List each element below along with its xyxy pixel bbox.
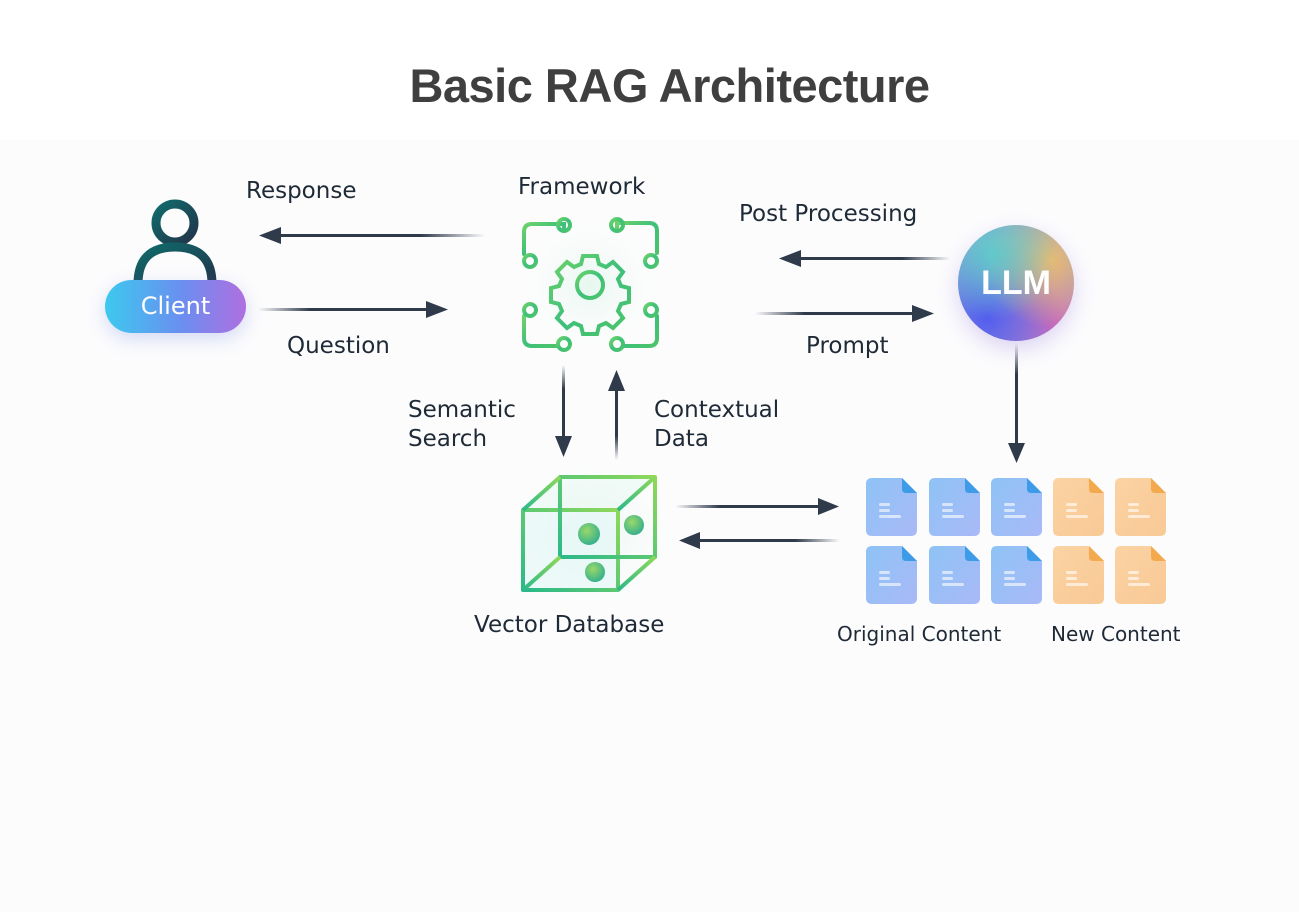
response-arrow: [259, 227, 485, 244]
contextual-data-label-line1: Contextual: [654, 397, 780, 423]
vector-dot: [578, 523, 600, 545]
question-arrow: [258, 301, 448, 318]
new-content-label: New Content: [1051, 622, 1181, 646]
original-document-icon: [929, 477, 981, 537]
new-document-icon: [1053, 477, 1105, 537]
semantic-search-label-line2: Search: [408, 426, 488, 452]
original-content-label: Original Content: [837, 622, 1002, 646]
original-document-icon: [929, 545, 981, 605]
post-processing-label: Post Processing: [739, 201, 918, 227]
question-label: Question: [287, 333, 390, 359]
client-node[interactable]: Client: [105, 280, 246, 333]
new-document-icon: [1053, 545, 1105, 605]
llm-node[interactable]: LLM: [958, 225, 1074, 341]
new-document-icon: [1115, 477, 1167, 537]
original-document-icon: [991, 477, 1043, 537]
vector-database-label: Vector Database: [474, 612, 665, 638]
prompt-arrow: [755, 305, 934, 322]
vector-dot: [624, 515, 644, 535]
post-processing-arrow: [779, 250, 950, 267]
semantic-search-label-line1: Semantic: [408, 397, 516, 423]
framework-label: Framework: [518, 174, 646, 200]
new-document-icon: [1115, 545, 1167, 605]
user-icon: [133, 199, 217, 285]
llm-to-content-arrow: [1008, 343, 1025, 463]
vector-dot: [585, 562, 605, 582]
cube-icon: [500, 455, 680, 615]
page-title: Basic RAG Architecture: [409, 59, 930, 112]
gear-circuit-icon: [519, 215, 662, 355]
semantic-search-arrow: [555, 365, 572, 457]
contextual-data-label-line2: Data: [654, 426, 709, 452]
response-label: Response: [246, 178, 357, 204]
prompt-label: Prompt: [806, 333, 889, 359]
content-to-db-arrow: [679, 532, 840, 549]
original-document-icon: [991, 545, 1043, 605]
original-document-icon: [866, 545, 918, 605]
contextual-data-arrow: [608, 370, 625, 460]
db-to-content-arrow: [675, 498, 839, 515]
original-document-icon: [866, 477, 918, 537]
